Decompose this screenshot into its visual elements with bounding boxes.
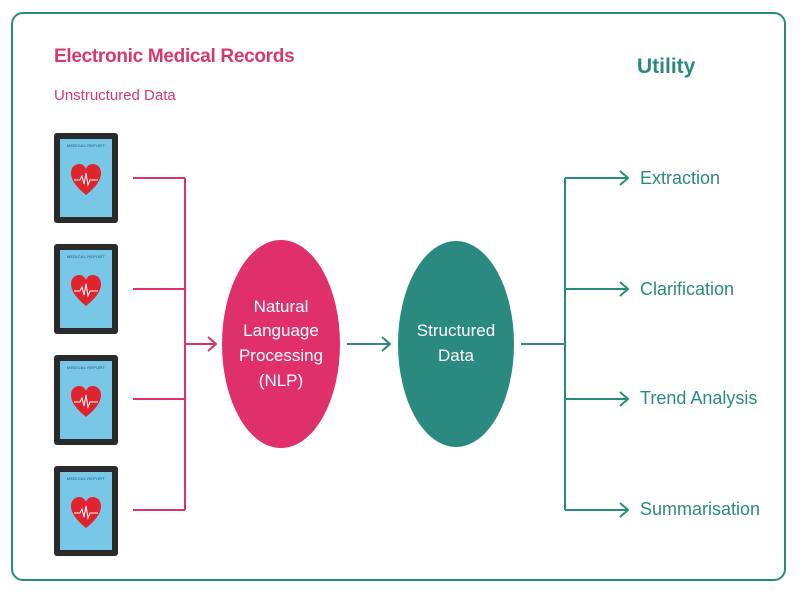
nlp-label-line-1: Natural <box>253 296 309 316</box>
structured-label-line-1: Structured <box>416 321 496 341</box>
structured-data-node: Structured Data <box>398 241 514 447</box>
medical-record-device-4: MEDICAL REPORT <box>54 466 118 556</box>
report-label: MEDICAL REPORT <box>66 476 106 481</box>
diagram-frame <box>11 12 786 581</box>
device-screen: MEDICAL REPORT <box>60 361 112 439</box>
device-screen: MEDICAL REPORT <box>60 139 112 217</box>
utility-item-trend-analysis: Trend Analysis <box>640 388 758 408</box>
heart-icon <box>71 386 101 417</box>
medical-record-device-1: MEDICAL REPORT <box>54 133 118 223</box>
to-nlp-arrowhead <box>207 336 218 352</box>
nlp-label-line-3: Processing <box>238 346 324 365</box>
report-label: MEDICAL REPORT <box>66 254 106 259</box>
nlp-to-data-arrowhead <box>381 336 392 352</box>
heart-icon <box>71 275 101 306</box>
nlp-label-line-4: (NLP) <box>258 370 304 390</box>
device-screen: MEDICAL REPORT <box>60 472 112 550</box>
utility-arrowhead-3 <box>619 391 630 407</box>
nlp-label-line-2: Language <box>243 321 319 341</box>
utility-item-summarisation: Summarisation <box>640 499 761 519</box>
heart-icon <box>71 164 101 195</box>
utility-item-extraction: Extraction <box>640 168 721 188</box>
report-label: MEDICAL REPORT <box>66 143 106 148</box>
utility-arrowhead-1 <box>619 170 630 186</box>
medical-record-device-3: MEDICAL REPORT <box>54 355 118 445</box>
diagram-subtitle: Unstructured Data <box>54 87 176 104</box>
structured-label-line-2: Data <box>438 346 474 365</box>
utility-heading: Utility <box>637 55 696 78</box>
heart-icon <box>71 497 101 528</box>
diagram-title: Electronic Medical Records <box>54 46 295 67</box>
nlp-node: Natural Language Processing (NLP) <box>222 240 340 448</box>
device-screen: MEDICAL REPORT <box>60 250 112 328</box>
utility-item-clarification: Clarification <box>640 279 735 299</box>
utility-arrowhead-4 <box>619 502 630 518</box>
report-label: MEDICAL REPORT <box>66 365 106 370</box>
medical-record-device-2: MEDICAL REPORT <box>54 244 118 334</box>
utility-arrowhead-2 <box>619 281 630 297</box>
